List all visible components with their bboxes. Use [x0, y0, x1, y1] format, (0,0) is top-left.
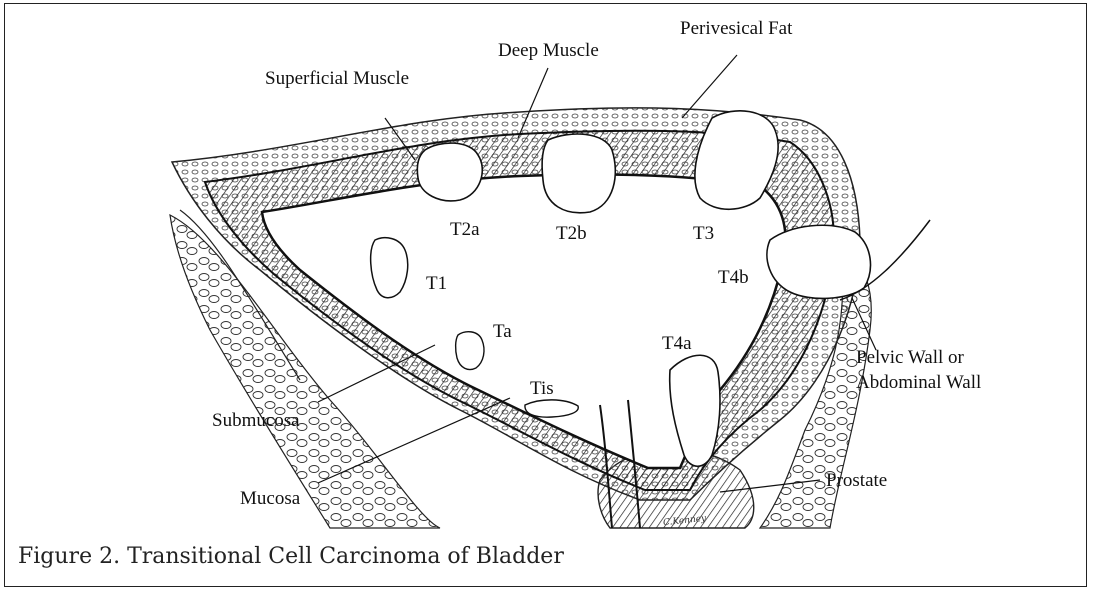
label-pelvic-wall-line2: Abdominal Wall: [856, 372, 981, 394]
label-t3: T3: [693, 223, 714, 245]
leader-perivesical-fat: [682, 55, 737, 118]
label-mucosa: Mucosa: [240, 488, 300, 510]
label-t4b: T4b: [718, 267, 749, 289]
label-deep-muscle: Deep Muscle: [498, 40, 599, 62]
label-t2a: T2a: [450, 219, 480, 241]
tumor-t1: [371, 238, 408, 298]
label-t4a: T4a: [662, 333, 692, 355]
label-perivesical-fat: Perivesical Fat: [680, 18, 792, 40]
tumor-tis: [525, 400, 578, 417]
tumor-t2b: [542, 134, 615, 213]
tumor-ta: [456, 332, 484, 370]
label-t2b: T2b: [556, 223, 587, 245]
label-tis: Tis: [530, 378, 554, 400]
label-t1: T1: [426, 273, 447, 295]
label-superficial-muscle: Superficial Muscle: [265, 68, 409, 90]
label-submucosa: Submucosa: [212, 410, 300, 432]
label-prostate: Prostate: [826, 470, 887, 492]
label-pelvic-wall-line1: Pelvic Wall or: [856, 347, 964, 369]
label-ta: Ta: [493, 321, 512, 343]
figure-caption: Figure 2. Transitional Cell Carcinoma of…: [18, 544, 564, 569]
tumor-t2a: [417, 143, 482, 201]
tumor-t4b: [767, 225, 871, 298]
